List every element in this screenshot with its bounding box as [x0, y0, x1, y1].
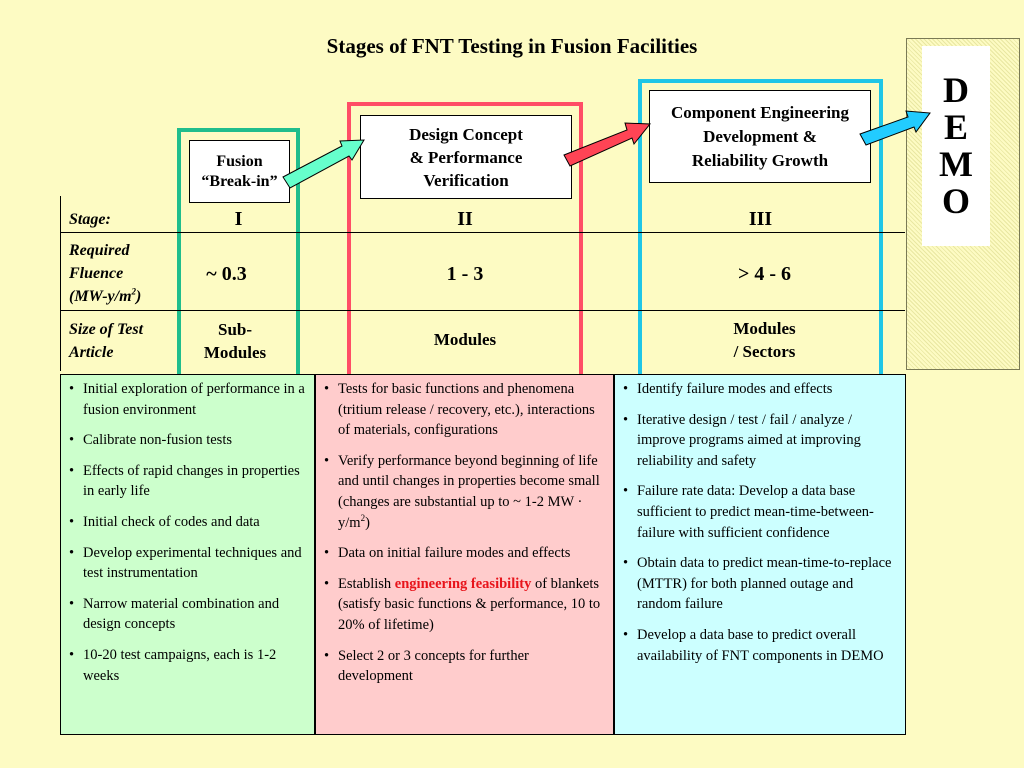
stage-1-box-line: Fusion [216, 152, 263, 170]
stage-2-fluence: 1 - 3 [446, 263, 484, 285]
list-item: Establish engineering feasibility of bla… [324, 574, 607, 636]
row-divider [60, 232, 905, 233]
arrow-stage3-to-demo [859, 110, 931, 146]
row-label-size: Size of Test Article [69, 321, 144, 361]
stage-1-details: Initial exploration of performance in a … [60, 374, 315, 735]
engineering-feasibility-highlight: engineering feasibility [394, 575, 532, 592]
demo-label: D E M O [922, 46, 990, 246]
list-item: Develop a data base to predict overall a… [623, 625, 899, 666]
list-item: Narrow material combination and design c… [69, 594, 308, 635]
list-item: Develop experimental techniques and test… [69, 543, 308, 584]
stage-3-box-line: Development & [703, 126, 817, 146]
demo-letter: O [941, 181, 970, 221]
demo-letter: M [939, 144, 973, 184]
stage-2-box-line: Design Concept [409, 124, 523, 144]
row-divider [60, 310, 905, 311]
stage-2-numeral: II [457, 208, 473, 230]
stage-2-details: Tests for basic functions and phenomena … [315, 374, 614, 735]
demo-letter: D [943, 70, 969, 110]
stage-1-box: Fusion “Break-in” [189, 140, 290, 203]
list-item: Initial check of codes and data [69, 512, 308, 533]
list-item: Failure rate data: Develop a data base s… [623, 481, 899, 543]
stage-2-box-line: Verification [423, 170, 509, 190]
row-label-fluence: Required Fluence (MW-y/m2) [69, 242, 142, 305]
stage-2-size: Modules [433, 330, 497, 349]
list-item: Tests for basic functions and phenomena … [324, 379, 607, 441]
stage-1-fluence: ~ 0.3 [206, 263, 247, 285]
list-item: Obtain data to predict mean-time-to-repl… [623, 553, 899, 615]
list-item: Verify performance beyond beginning of l… [324, 451, 607, 533]
stage-3-fluence: > 4 - 6 [737, 263, 792, 285]
stage-1-size: Sub- Modules [203, 320, 267, 362]
stage-1-numeral: I [234, 208, 243, 230]
list-item: Data on initial failure modes and effect… [324, 543, 607, 564]
list-item: Initial exploration of performance in a … [69, 379, 308, 420]
stage-1-bullet-list: Initial exploration of performance in a … [69, 379, 308, 686]
list-item: Iterative design / test / fail / analyze… [623, 410, 899, 472]
stage-3-box-line: Reliability Growth [691, 150, 829, 170]
stage-2-bullet-list: Tests for basic functions and phenomena … [324, 379, 607, 687]
demo-letter: E [943, 107, 968, 147]
stage-3-numeral: III [748, 208, 773, 230]
arrow-stage1-to-stage2 [282, 139, 365, 189]
stage-3-box-line: Component Engineering [670, 102, 850, 122]
list-item: Calibrate non-fusion tests [69, 430, 308, 451]
list-item: Identify failure modes and effects [623, 379, 899, 400]
stage-3-details: Identify failure modes and effectsIterat… [614, 374, 906, 735]
list-item: Select 2 or 3 concepts for further devel… [324, 646, 607, 687]
stage-3-bullet-list: Identify failure modes and effectsIterat… [623, 379, 899, 666]
page-title: Stages of FNT Testing in Fusion Faciliti… [326, 34, 698, 58]
stage-1-box-line: “Break-in” [201, 172, 278, 190]
stage-3-size: Modules / Sectors [733, 319, 796, 361]
row-label-stage: Stage: [69, 211, 111, 228]
list-item: Effects of rapid changes in properties i… [69, 461, 308, 502]
arrow-stage2-to-stage3 [563, 122, 652, 167]
list-item: 10-20 test campaigns, each is 1-2 weeks [69, 645, 308, 686]
stage-2-box-line: & Performance [409, 147, 523, 167]
table-left-rule [60, 196, 61, 371]
